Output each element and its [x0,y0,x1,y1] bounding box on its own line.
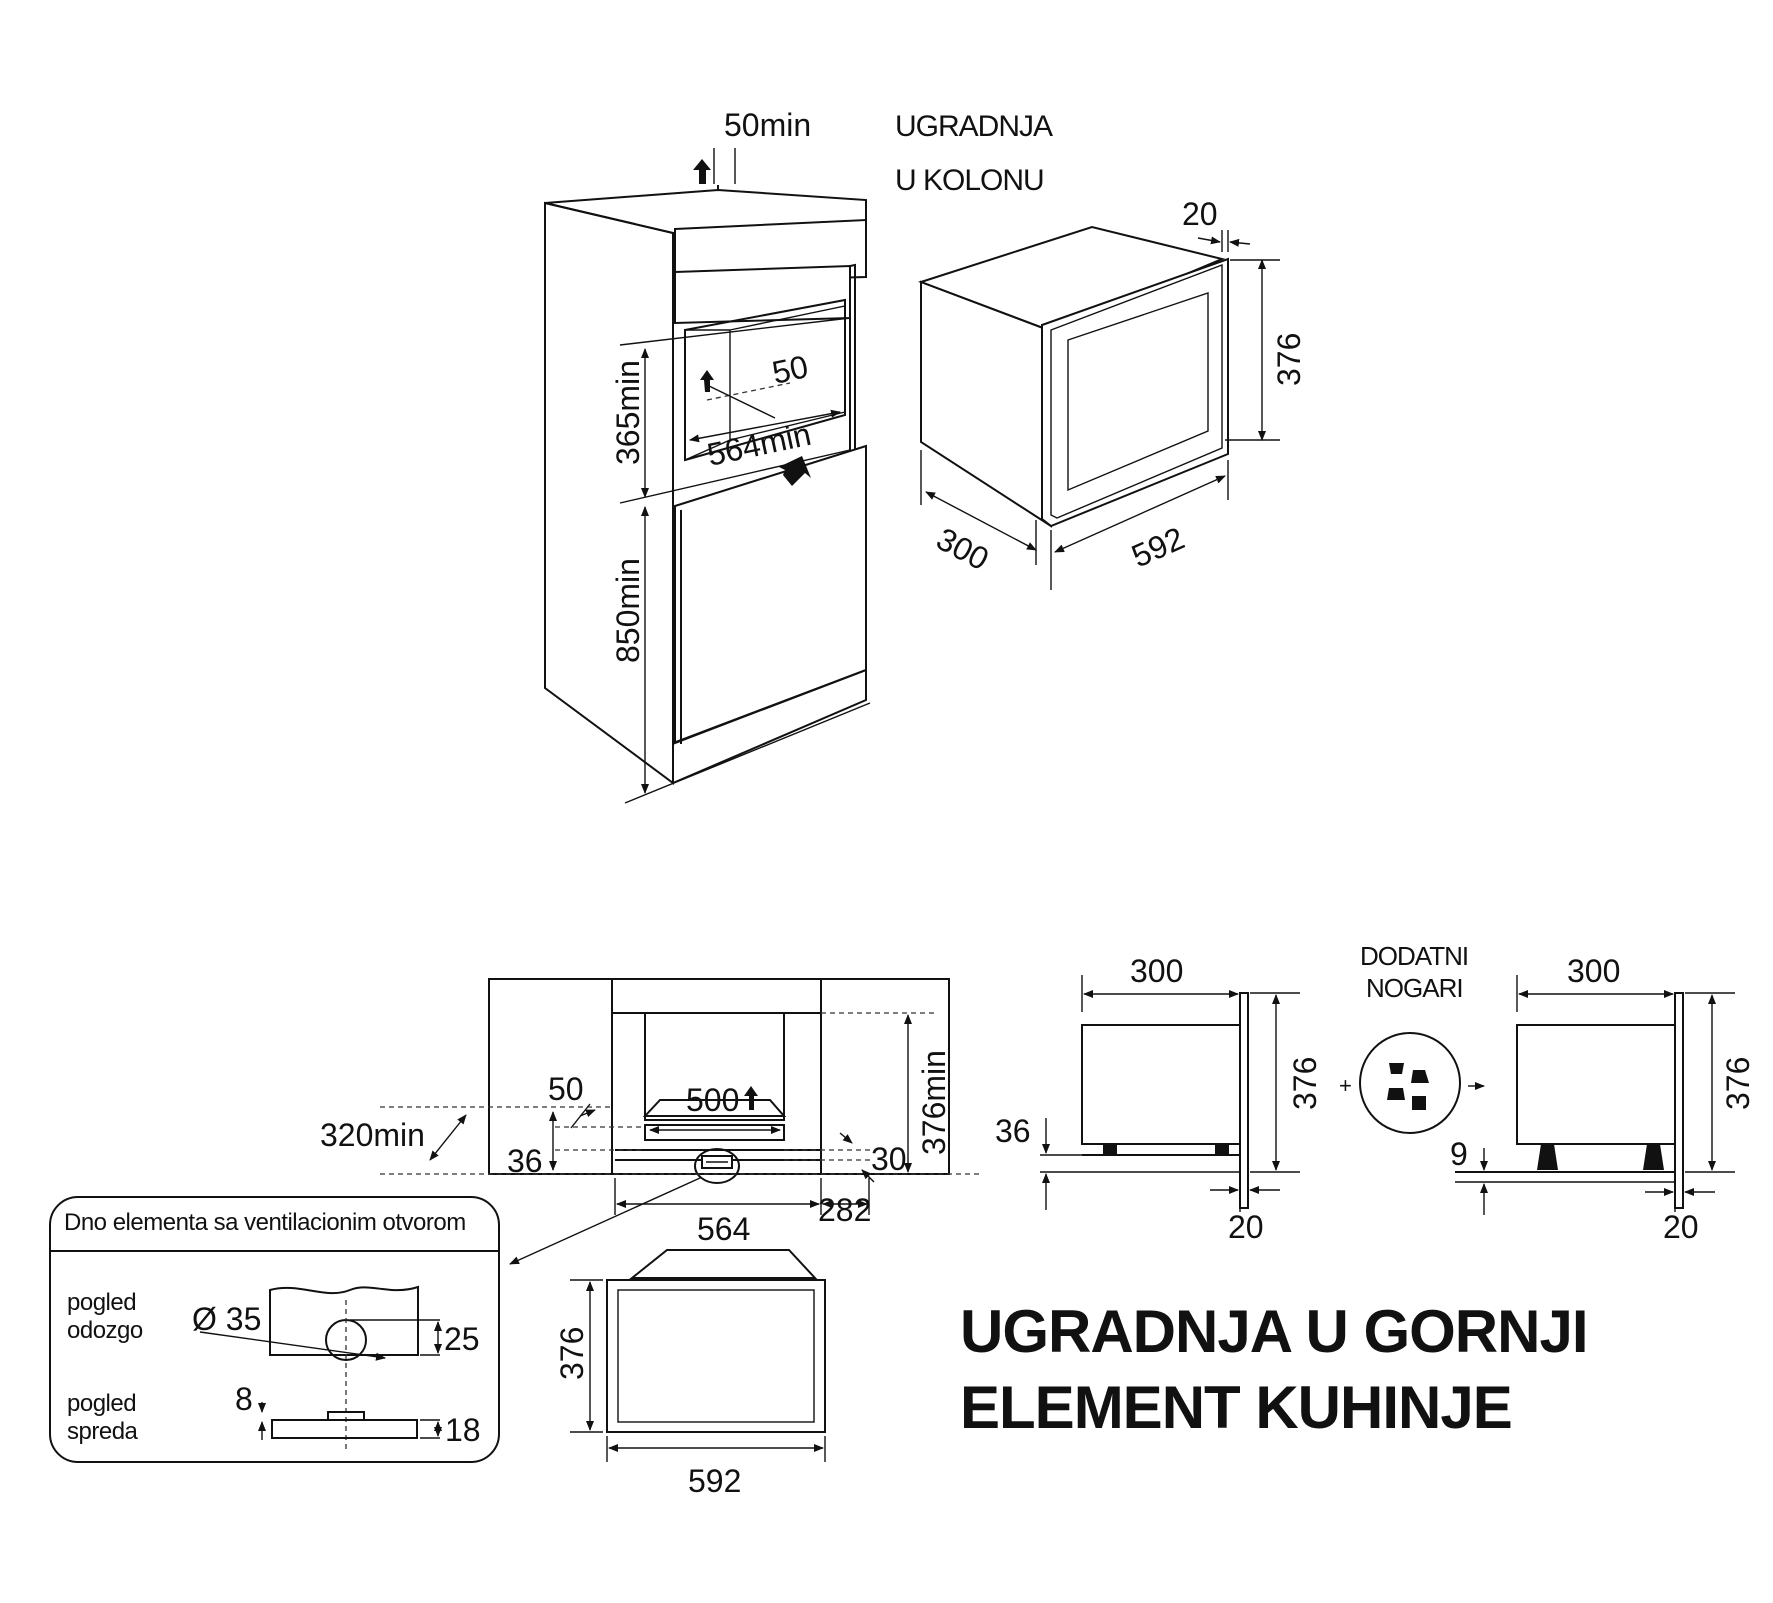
column-install-drawing: 50min UGRADNJA U KOLONU 365min 850min 50… [544,107,1054,804]
extra-feet-plus: + [1339,1073,1352,1098]
side-b-dim-lip: 20 [1663,1209,1699,1245]
heading: UGRADNJA U GORNJI ELEMENT KUHINJE [960,1298,1589,1441]
front-view-label-line1: pogled [67,1390,136,1417]
appliance-dim-lip: 20 [1182,196,1218,232]
top-view-label-line1: pogled [67,1289,136,1316]
dim-niche-height: 365min [610,360,646,465]
extra-feet-label-line2: NOGARI [1366,973,1463,1003]
appliance-dim-width: 592 [1126,520,1189,575]
side-b-dim-depth: 300 [1567,953,1620,989]
side-b-dim-height: 376 [1720,1057,1756,1110]
side-a-dim-lip: 20 [1228,1209,1264,1245]
vent-detail-box: Dno elementa sa ventilacionim otvorom po… [49,1196,500,1463]
front-view-label-line2: spreda [67,1418,139,1445]
vent-dim-diameter: Ø 35 [192,1301,261,1337]
appliance-dim-height: 376 [1271,333,1307,386]
extra-feet-label-line1: DODATNI [1360,941,1468,971]
upper-dim-rear-gap: 50 [548,1071,584,1107]
extra-feet-drawing: DODATNI NOGARI + [1339,941,1485,1134]
vent-dim-thickness: 18 [445,1412,481,1448]
front-dim-height: 376 [554,1327,590,1380]
vent-detail-title: Dno elementa sa ventilacionim otvorom [64,1209,466,1236]
upper-dim-clearance: 320min [320,1117,425,1153]
side-view-b-drawing: 300 376 9 20 [1450,953,1756,1245]
heading-line2: ELEMENT KUHINJE [960,1374,1512,1441]
upper-dim-side: 30 [871,1141,907,1177]
appliance-3d-drawing: 20 376 300 592 [917,196,1307,590]
side-a-dim-height: 376 [1287,1057,1323,1110]
upper-install-front-drawing: 50 500 320min 36 30 376min 564 282 [320,978,980,1265]
side-view-a-drawing: 300 376 36 20 [995,953,1323,1245]
upper-dim-niche-width: 564 [697,1211,750,1247]
dim-top-gap: 50min [724,107,811,143]
column-title-line2: U KOLONU [895,164,1044,197]
side-a-dim-base: 36 [995,1113,1031,1149]
vent-dim-offset: 25 [444,1321,480,1357]
upper-dim-vent-width: 500 [686,1082,739,1118]
dim-floor-height: 850min [610,558,646,663]
column-title-line1: UGRADNJA [895,110,1053,143]
side-b-dim-base: 9 [1450,1136,1468,1172]
side-a-dim-depth: 300 [1130,953,1183,989]
appliance-dim-depth: 300 [931,520,995,577]
top-view-label-line2: odozgo [67,1317,143,1344]
vent-dim-depth: 8 [235,1381,253,1417]
front-view-drawing: 376 592 [554,1249,826,1499]
front-dim-width: 592 [688,1463,741,1499]
upper-dim-niche-height: 376min [916,1050,952,1155]
upper-dim-bottom-edge: 36 [507,1143,543,1179]
upper-dim-offset: 282 [818,1192,871,1228]
dim-rear-vent: 50 [769,348,811,391]
heading-line1: UGRADNJA U GORNJI [960,1298,1588,1365]
